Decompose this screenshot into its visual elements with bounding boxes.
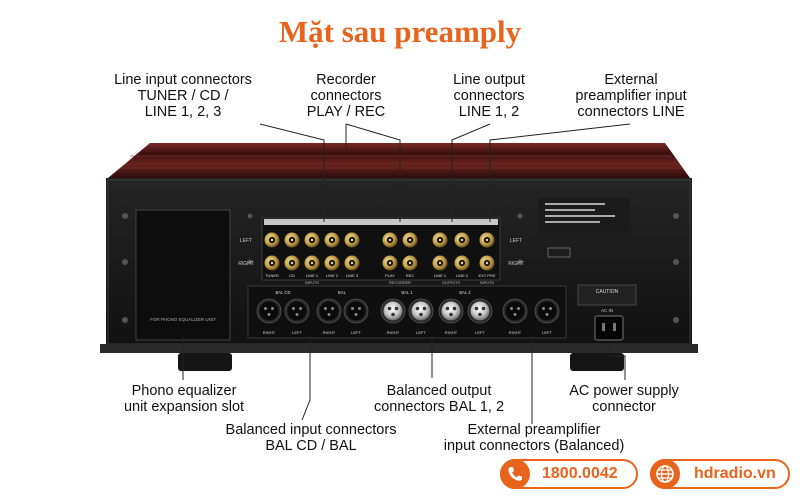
rca-jack — [284, 232, 300, 248]
rca-jack — [402, 255, 418, 271]
rca-jack-label: LINE 1 — [434, 273, 447, 278]
left-label: LEFT — [240, 238, 252, 244]
xlr-side-label: RIGHT — [387, 330, 400, 335]
left-label-2: LEFT — [510, 238, 522, 244]
rca-jack-label: LINE 3 — [346, 273, 359, 278]
rca-jack — [432, 232, 448, 248]
rca-jack — [454, 232, 470, 248]
xlr-jack-labels: RIGHT LEFT RIGHT LEFT RIGHT LEFT RIGHT LEFT RIGH… — [263, 290, 553, 335]
xlr-jack — [256, 298, 282, 324]
phone-pill[interactable]: 1800.0042 — [500, 459, 638, 489]
xlr-group-label: BAL 1 — [401, 290, 413, 295]
rca-jack — [264, 232, 280, 248]
label-bal-input: Balanced input connectors BAL CD / BAL — [225, 422, 397, 454]
rca-jack — [382, 255, 398, 271]
rca-jack — [479, 255, 495, 271]
rca-jack-label: EXT PRE — [478, 273, 495, 278]
rca-jack — [382, 232, 398, 248]
rca-jack — [454, 255, 470, 271]
rca-group-label: INPUTS — [480, 281, 494, 285]
right-label-2: RIGHT — [508, 261, 524, 267]
chassis-bottom — [100, 344, 698, 353]
xlr-jack — [380, 298, 406, 324]
ac-in-text: AC IN — [601, 308, 613, 313]
xlr-side-label: RIGHT — [323, 330, 336, 335]
page-title: Mặt sau preamply — [278, 14, 522, 49]
rca-jack — [344, 232, 360, 248]
phone-number: 1800.0042 — [542, 465, 618, 482]
xlr-side-label: RIGHT — [263, 330, 276, 335]
label-ac-power: AC power supply connector — [569, 383, 679, 415]
phono-slot-label: FOR PHONO EQUALIZER UNIT — [150, 317, 216, 322]
label-ext-pre-bal: External preamplifier input connectors (… — [443, 422, 625, 454]
rca-jack — [324, 232, 340, 248]
label-phono: Phono equalizer unit expansion slot — [123, 383, 245, 415]
screws — [122, 213, 679, 323]
rca-jack-label: LINE 2 — [456, 273, 469, 278]
phono-slot-cover — [135, 209, 231, 341]
website-pill[interactable]: hdradio.vn — [650, 459, 790, 489]
xlr-jack — [534, 298, 560, 324]
xlr-jack — [343, 298, 369, 324]
rca-group-label: INPUTS — [305, 281, 319, 285]
website-url: hdradio.vn — [694, 465, 776, 482]
right-label: RIGHT — [238, 261, 254, 267]
rca-jack — [344, 255, 360, 271]
foot-right — [570, 353, 624, 371]
rca-jack-label: PLAY — [385, 273, 395, 278]
rca-jack-label: REC — [406, 273, 415, 278]
xlr-group-label: BAL — [338, 290, 347, 295]
xlr-side-label: LEFT — [351, 330, 361, 335]
caution-text: CAUTION — [596, 289, 619, 295]
caution-label — [577, 284, 637, 306]
rca-group-label: RECORDER — [389, 281, 411, 285]
rca-jack — [284, 255, 300, 271]
label-line-output: Line output connectors LINE 1, 2 — [453, 72, 525, 120]
rca-jack-label: TUNER — [265, 273, 279, 278]
label-recorder: Recorder connectors PLAY / REC — [306, 72, 386, 120]
xlr-jack — [284, 298, 310, 324]
xlr-jack — [316, 298, 342, 324]
xlr-group-label: BAL 2 — [459, 290, 471, 295]
ac-inlet — [594, 315, 624, 341]
leader-lines — [182, 123, 631, 424]
rca-jack — [324, 255, 340, 271]
rca-jack — [432, 255, 448, 271]
xlr-side-label: LEFT — [475, 330, 485, 335]
rca-jack-label: CD — [289, 273, 295, 278]
phone-icon — [500, 459, 530, 489]
xlr-side-label: RIGHT — [445, 330, 458, 335]
globe-icon — [650, 459, 680, 489]
rca-group-label: OUTPUTS — [442, 281, 461, 285]
rca-panel — [261, 217, 501, 281]
rca-jack — [304, 232, 320, 248]
xlr-side-label: RIGHT — [509, 330, 522, 335]
xlr-jack — [408, 298, 434, 324]
rca-jacks — [264, 232, 495, 271]
rca-jack-label: LINE 2 — [326, 273, 339, 278]
rca-jack — [402, 232, 418, 248]
rca-jack-labels: TUNER CD LINE 1 LINE 2 LINE 3 PLAY REC LINE 1 LI… — [265, 273, 496, 285]
xlr-jack — [502, 298, 528, 324]
xlr-jack — [467, 298, 493, 324]
xlr-jack — [438, 298, 464, 324]
rca-jack-label: LINE 1 — [306, 273, 319, 278]
xlr-side-label: LEFT — [416, 330, 426, 335]
xlr-group-label: BAL CD — [276, 290, 291, 295]
xlr-side-label: LEFT — [292, 330, 302, 335]
label-bal-output: Balanced output connectors BAL 1, 2 — [373, 383, 505, 415]
xlr-jacks — [256, 298, 560, 324]
xlr-side-label: LEFT — [542, 330, 552, 335]
label-line-input: Line input connectors TUNER / CD / LINE … — [114, 72, 252, 120]
rca-jack — [479, 232, 495, 248]
label-ext-pre-line: External preamplifier input connectors L… — [575, 72, 687, 120]
rca-jack — [264, 255, 280, 271]
wood-top — [108, 143, 690, 178]
foot-left — [178, 353, 232, 371]
rca-jack — [304, 255, 320, 271]
